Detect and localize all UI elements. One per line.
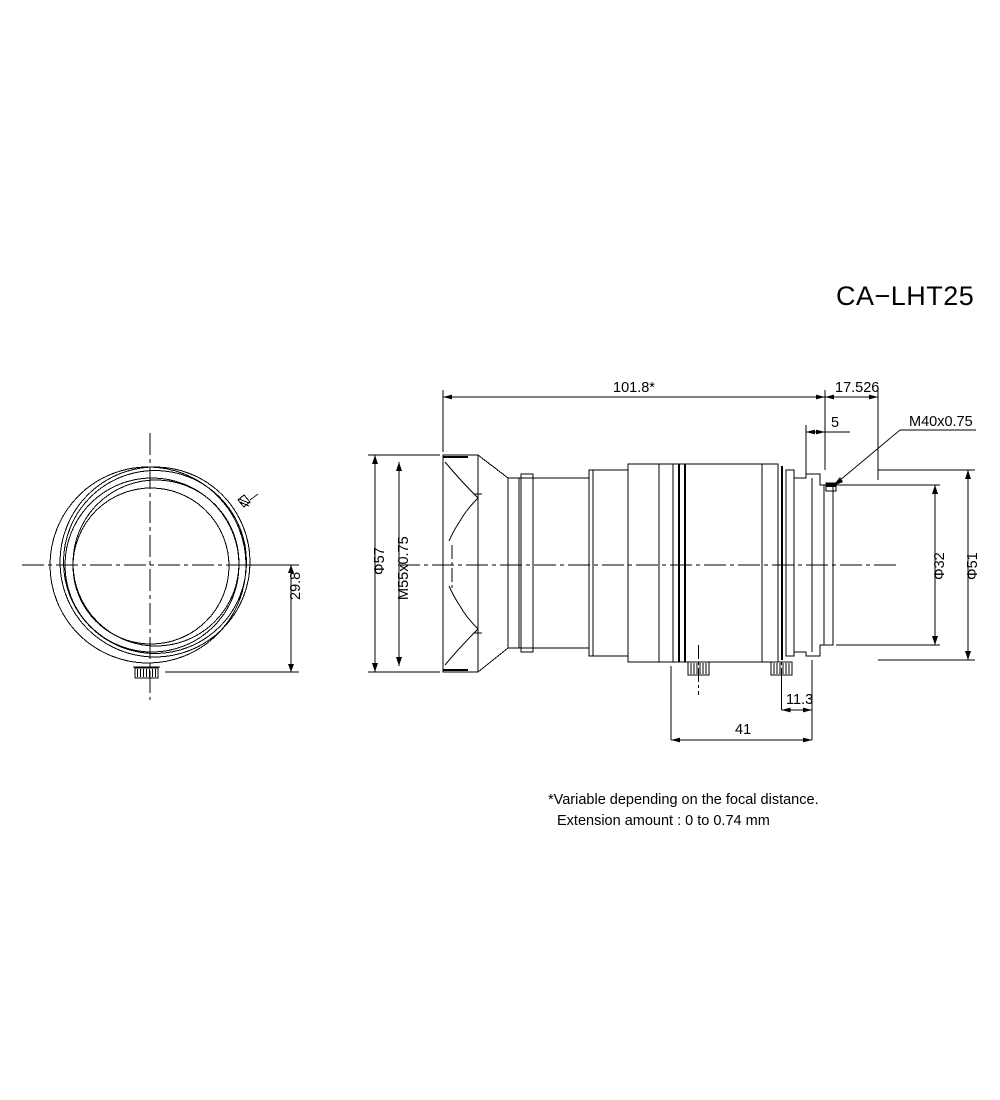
- front-upper-right-screw: [237, 493, 259, 508]
- front-view-group: [22, 433, 299, 700]
- front-bottom-screw: [133, 666, 160, 679]
- dimension-label-rear-thread: M40x0.75: [909, 414, 973, 430]
- dimension-label-short-5: 5: [831, 415, 840, 431]
- dimension-label-rear-length: 17.526: [835, 380, 880, 396]
- side-barrel-segment-3: [588, 469, 629, 657]
- dimension-101-8: [443, 394, 825, 400]
- dimension-label-overall-length: 101.8*: [613, 380, 655, 396]
- side-flange-body: [442, 454, 509, 673]
- dimension-label-bore-diameter: Φ32: [932, 552, 948, 580]
- dimension-label-screw-offset: 11.3: [786, 692, 814, 708]
- side-view-group: [398, 454, 900, 695]
- front-aperture-circle: [72, 487, 230, 645]
- side-barrel-segment-1: [507, 477, 590, 649]
- side-thumbscrew-left: [687, 645, 710, 695]
- side-ring-bands: [658, 463, 687, 663]
- note-variable-focal-distance: *Variable depending on the focal distanc…: [548, 792, 819, 808]
- dimension-m55: [396, 462, 402, 666]
- leader-m40: [832, 429, 976, 487]
- front-ring-circle-2: [59, 466, 251, 658]
- side-barrel-segment-2: [520, 473, 534, 653]
- dimension-29-8: [165, 564, 299, 673]
- front-ring-circle-3: [63, 470, 247, 654]
- front-outer-circle: [49, 466, 247, 664]
- bottom-dimensions-group: [670, 660, 813, 743]
- dimension-label-rear-diameter: Φ51: [965, 552, 981, 580]
- dimension-label-front-thread: M55x0.75: [396, 536, 412, 600]
- side-rear-collar: [761, 463, 795, 663]
- page-title: CA−LHT25: [836, 281, 975, 311]
- note-extension-amount: Extension amount : 0 to 0.74 mm: [557, 813, 770, 829]
- dimension-label-flange-diameter: Φ57: [372, 547, 388, 575]
- dimension-11-3: [781, 707, 812, 713]
- dimension-41: [671, 737, 812, 743]
- top-dimensions-group: [442, 390, 976, 487]
- dimension-label-screw-span: 41: [735, 722, 752, 738]
- left-dimensions-group: [368, 454, 440, 673]
- dimension-phi51: [878, 469, 975, 661]
- side-main-barrel: [627, 463, 763, 663]
- dimension-label-front-height: 29.8: [288, 571, 304, 600]
- dimension-17-526: [825, 394, 878, 400]
- dimension-phi57: [368, 454, 440, 673]
- right-dimensions-group: [836, 469, 975, 661]
- dimension-phi32: [836, 484, 940, 646]
- dimension-5: [806, 429, 850, 440]
- front-ring-circle-5: [72, 479, 240, 647]
